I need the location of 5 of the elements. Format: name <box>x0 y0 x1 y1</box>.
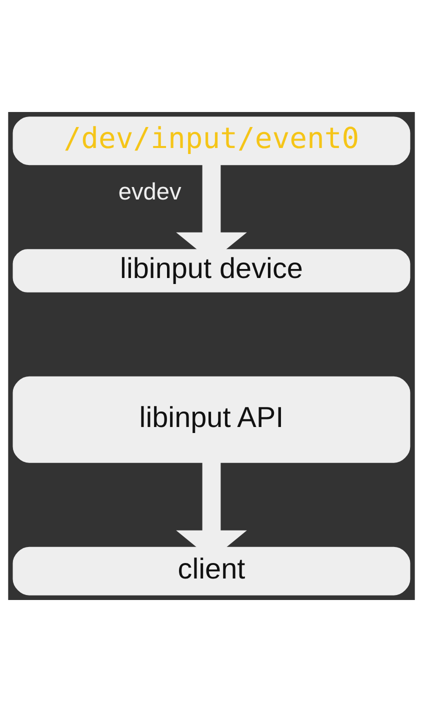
edge-label: evdev <box>118 179 182 206</box>
node-box: libinput API <box>12 376 410 462</box>
node-box: client <box>12 546 410 595</box>
node-box: libinput device <box>12 248 410 292</box>
node-box: /dev/input/event0 <box>12 116 410 165</box>
